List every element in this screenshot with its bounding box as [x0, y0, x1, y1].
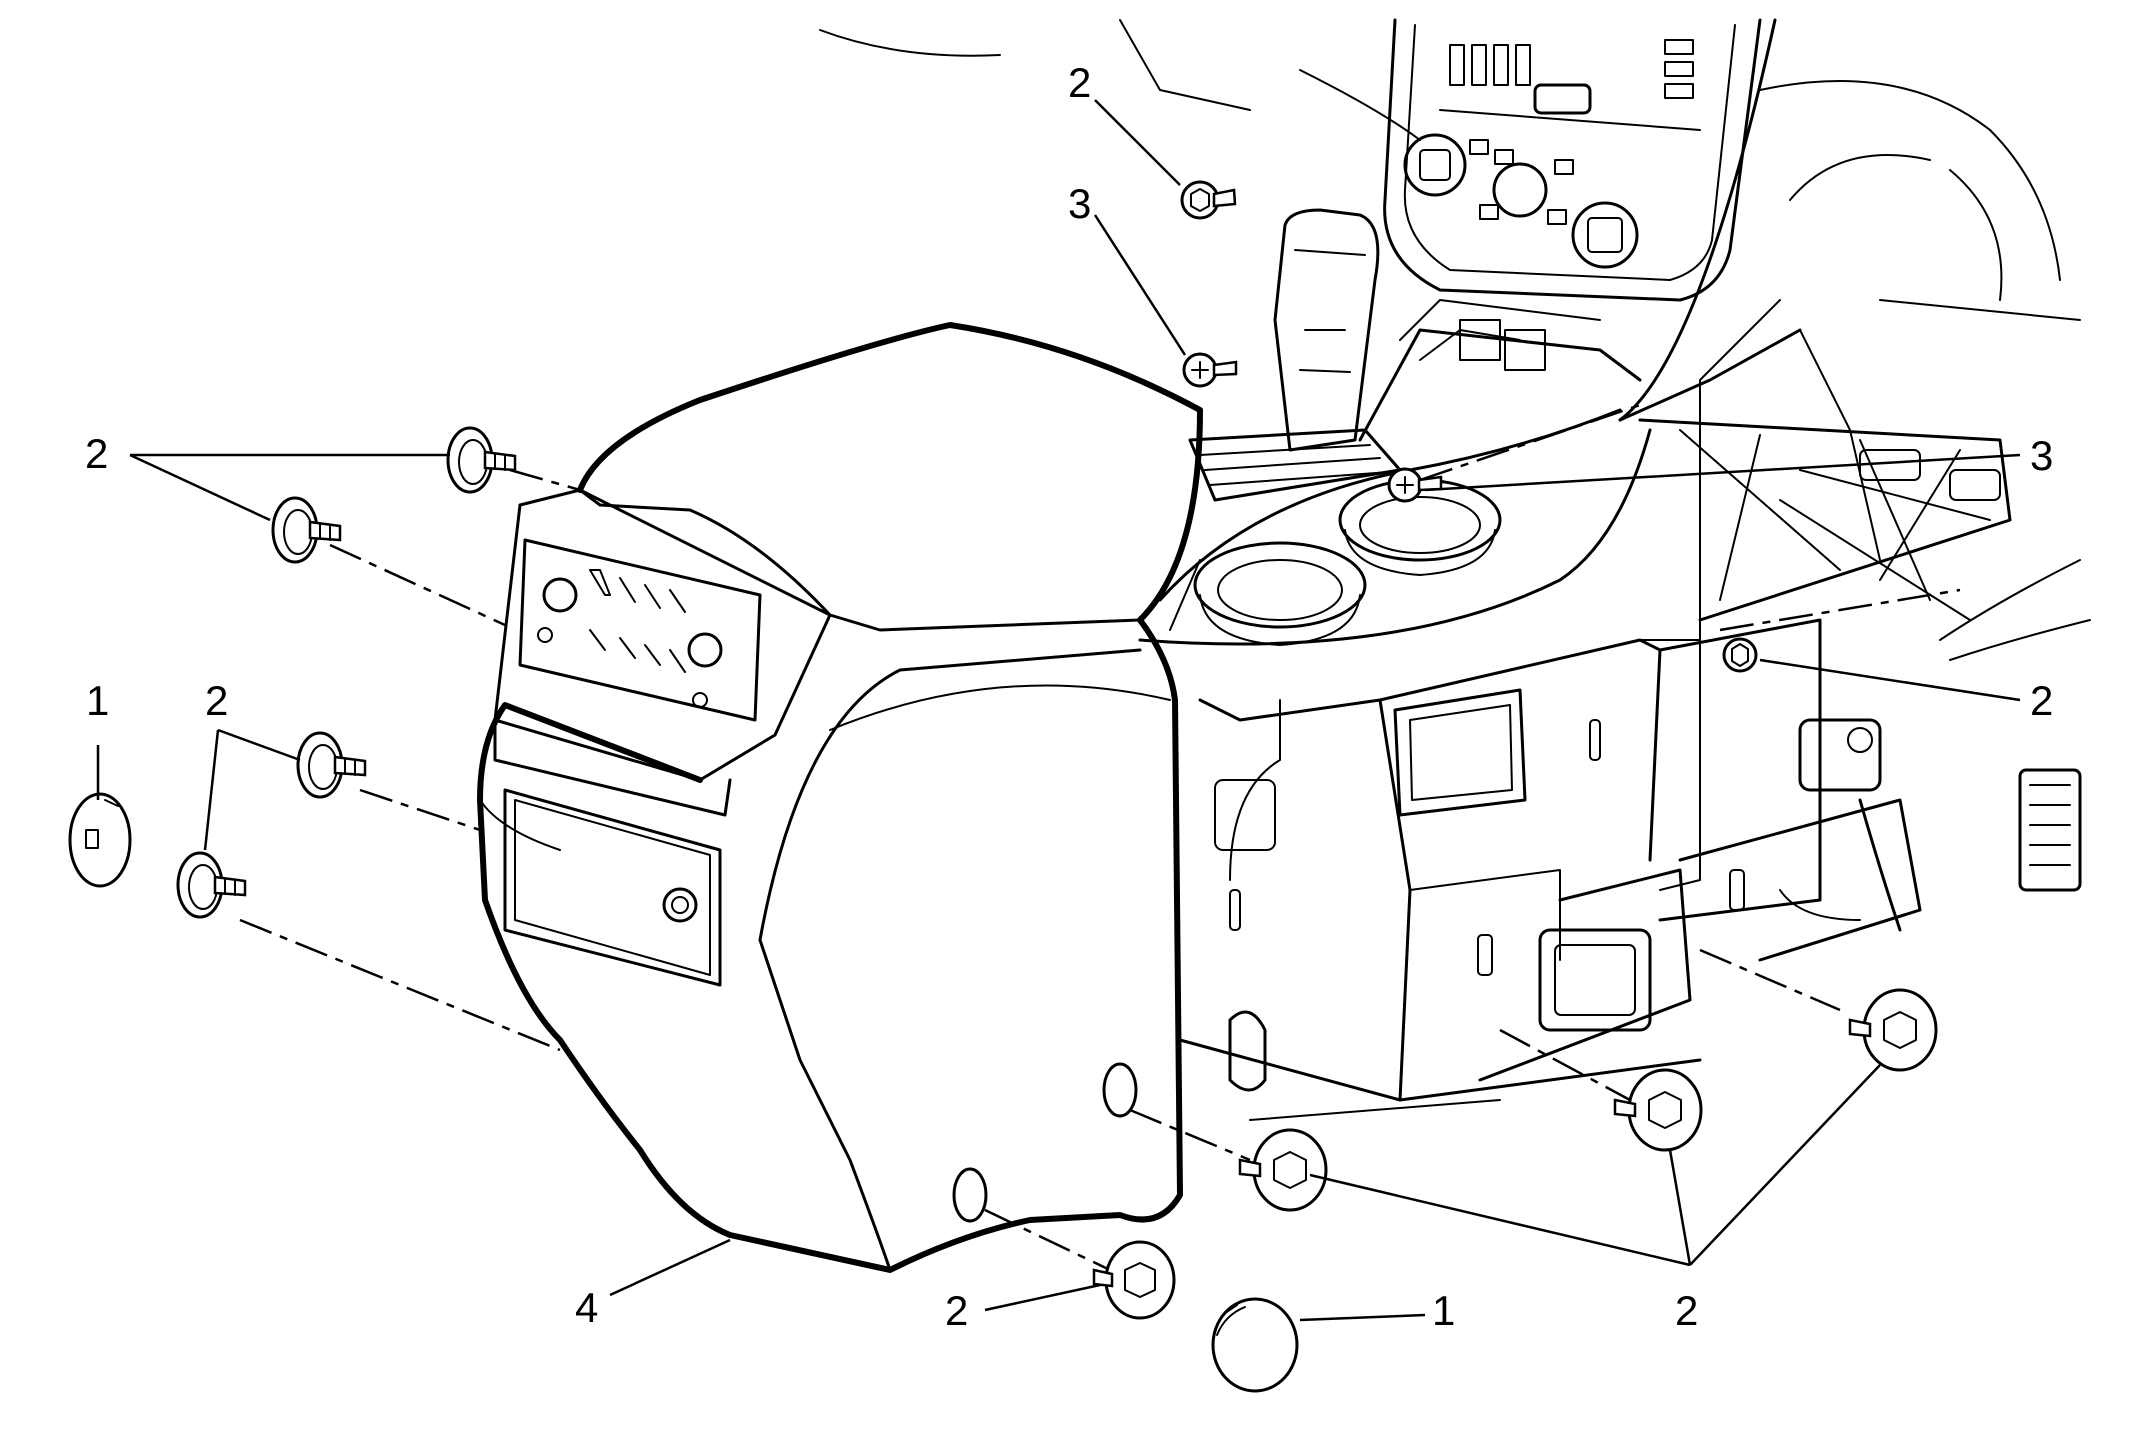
- flange-bolt-icon: [1180, 180, 1237, 220]
- trim-cap-icon: [1211, 1297, 1299, 1393]
- callout-3-top: 3: [1068, 180, 1091, 227]
- push-pin-retainer-icon: [296, 731, 367, 799]
- callout-1-bottom: 1: [1432, 1287, 1455, 1334]
- floor-console-assembly: [477, 322, 1203, 1273]
- callout-1-left: 1: [86, 677, 109, 724]
- flange-bolt-icon: [1848, 988, 1938, 1072]
- cup-holders: [1138, 408, 1652, 646]
- flange-bolts: [1092, 180, 1938, 1320]
- screw-icon: [1387, 467, 1443, 503]
- screw-icon: [1182, 352, 1238, 388]
- callout-2-bottom-right: 2: [1675, 1287, 1698, 1334]
- push-pin-retainer-icon: [271, 496, 342, 564]
- push-pin-retainers: [176, 426, 517, 919]
- trim-caps: [68, 792, 1299, 1393]
- shifter-area: [1188, 208, 1642, 502]
- flange-bolt-icon: [1238, 1128, 1328, 1212]
- callout-2-bottom-center: 2: [945, 1287, 968, 1334]
- flange-bolt-icon: [1613, 1068, 1703, 1152]
- callout-3-right: 3: [2030, 432, 2053, 479]
- console-bracket-frame: [1178, 299, 2091, 1121]
- dashed-alignment-lines: [239, 403, 1961, 1272]
- flange-bolt-icon: [1722, 637, 1758, 673]
- screws: [1182, 352, 1443, 503]
- callout-leaders: [96, 99, 2021, 1322]
- callout-2-upper-left: 2: [85, 430, 108, 477]
- instrument-panel-background: [819, 18, 2081, 422]
- callout-4-bottom: 4: [575, 1284, 598, 1331]
- trim-cap-icon: [68, 792, 132, 888]
- flange-bolt-icon: [1092, 1240, 1176, 1320]
- callout-2-top: 2: [1068, 59, 1091, 106]
- callout-2-right: 2: [2030, 677, 2053, 724]
- push-pin-retainer-icon: [446, 426, 517, 494]
- callout-2-mid-left: 2: [205, 677, 228, 724]
- push-pin-retainer-icon: [176, 851, 247, 919]
- callout-labels: 2 1 2 2 3 3 2 4 2 1 2: [85, 59, 2053, 1334]
